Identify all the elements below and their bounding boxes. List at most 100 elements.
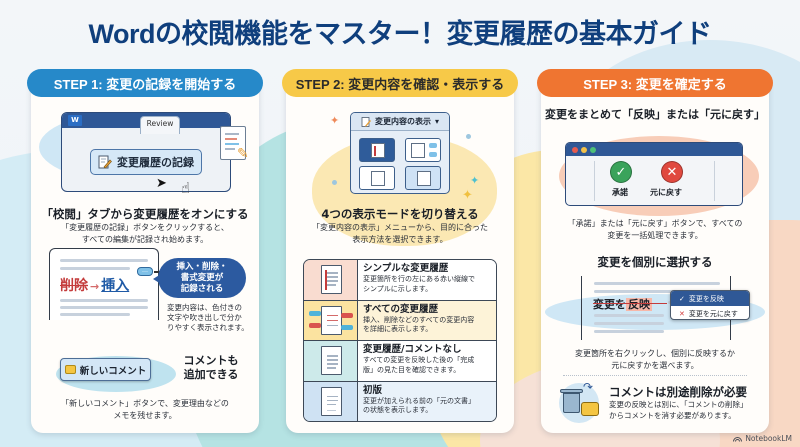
display-menu-dropdown[interactable]: 変更内容の表示 ▾ (351, 113, 449, 131)
accept-button[interactable]: ✓ (610, 161, 632, 183)
line (327, 367, 336, 369)
comment-bubble-icon: … (137, 267, 153, 276)
mode-row: シンプルな変更履歴 変更箇所を行の左にある赤い縦線で シンプルに示します。 (304, 260, 496, 301)
simple-markup-icon (321, 265, 342, 294)
menu-item-label: 変更を元に戻す (688, 309, 738, 318)
mode-title: 初版 (363, 384, 383, 396)
line (225, 148, 235, 150)
balloon (341, 312, 353, 318)
revision-demo: 削除→挿入 (60, 275, 129, 295)
mode-simple-markup[interactable] (359, 138, 395, 162)
no-markup-icon (321, 346, 342, 375)
tracked-change-text[interactable]: 変更を反映 (593, 296, 652, 312)
check-icon: ✓ (679, 294, 685, 303)
step3-card: STEP 3: 変更を確定する 変更をまとめて「反映」または「元に戻す」 ✓ 承… (537, 69, 773, 433)
comment-icon (581, 402, 599, 416)
divider (714, 161, 715, 201)
line (327, 363, 338, 365)
sparkle-icon: ✦ (462, 188, 473, 203)
comment-desc: 「新しいコメント」ボタンで、変更理由などの メモを残せます。 (31, 398, 259, 421)
notebooklm-watermark: NotebookLM (733, 434, 792, 443)
line (225, 133, 239, 135)
balloon (309, 310, 321, 316)
review-tab[interactable]: Review (140, 116, 180, 134)
callout-desc: 変更内容は、色付きの 文字や吹き出しで分か りやすく表示されます。 (167, 303, 249, 333)
desc-line: 「承諾」または「元に戻す」ボタンで、すべての (567, 219, 743, 228)
strikethrough-line (593, 303, 667, 305)
mode-desc: 変更が加えられる前の「元の文書」 (363, 396, 475, 405)
mode-desc: シンプルに示します。 (363, 284, 433, 293)
text-line (594, 290, 688, 293)
menu-item-accept-change[interactable]: ✓ 変更を反映 (671, 291, 749, 306)
page-title: Wordの校閲機能をマスター！変更履歴の基本ガイド (88, 19, 713, 49)
desc-line: りやすく表示されます。 (167, 323, 249, 332)
all-markup-icon (321, 305, 342, 335)
divider (594, 161, 595, 201)
inserted-text: 挿入 (101, 278, 130, 294)
text-line (594, 282, 720, 285)
mode-desc: 版」の見た目を確認できます。 (363, 365, 461, 374)
mode-icon-cell (304, 300, 358, 340)
desc-line: 「新しいコメント」ボタンで、変更理由などの (61, 399, 229, 408)
mode-desc: の状態を表示します。 (363, 406, 433, 414)
line (327, 314, 338, 316)
line (225, 143, 239, 145)
notebooklm-logo-icon (733, 437, 743, 442)
desc-line: 表示方法を選択できます。 (352, 234, 448, 244)
desc-line: メモを残せます。 (113, 410, 177, 420)
new-comment-button[interactable]: 新しいコメント (60, 358, 151, 381)
mode-icon-cell (304, 381, 358, 421)
line (327, 355, 338, 357)
mode-title: すべての変更履歴 (363, 303, 438, 315)
accept-reject-window: ✓ 承諾 ✕ 元に戻す (565, 142, 743, 206)
mode-no-markup[interactable] (359, 166, 395, 190)
line (327, 399, 338, 401)
heading-line: コメントも (183, 354, 239, 367)
step1-card: STEP 1: 変更の記録を開始する W Review 変更履歴の記録 ✎ ➤ … (27, 69, 263, 433)
line (327, 409, 336, 411)
track-changes-label: 変更履歴の記録 (117, 156, 194, 169)
maximize-dot-icon (590, 146, 596, 153)
title-bar (566, 143, 742, 156)
callout-tail (153, 274, 161, 284)
brand-label: NotebookLM (745, 434, 792, 443)
red-line (374, 146, 376, 156)
menu-item-label: 変更を反映 (688, 294, 724, 303)
no-markup-icon (371, 171, 385, 186)
original-icon (321, 386, 342, 416)
track-changes-button[interactable]: 変更履歴の記録 (90, 149, 202, 175)
text-line (60, 259, 148, 262)
text-line (60, 313, 130, 316)
mode-desc: を詳細に表示します。 (363, 325, 433, 333)
desc-line: すべての編集が記録され始めます。 (81, 234, 209, 244)
mode-title: 変更履歴/コメントなし (363, 344, 462, 355)
text-line (60, 299, 148, 302)
menu-item-reject-change[interactable]: ✕ 変更を元に戻す (671, 306, 749, 319)
individual-heading: 変更を個別に選択する (597, 255, 713, 269)
close-dot-icon (572, 146, 578, 153)
divider (563, 375, 747, 376)
mode-title: シンプルな変更履歴 (363, 263, 449, 274)
desc-line: 変更内容は、色付きの (167, 303, 242, 312)
reject-button[interactable]: ✕ (661, 161, 683, 183)
sparkle-icon: ✦ (470, 174, 480, 187)
red-line (325, 270, 327, 290)
comment-heading: コメントも 追加できる (171, 354, 251, 382)
line (327, 359, 338, 361)
desc-line: 変更を一括処理できます。 (607, 230, 703, 240)
mode-desc: すべての変更を反映した後の「完成 (363, 356, 475, 364)
document-icon (220, 126, 246, 160)
step1-desc: 「変更履歴の記録」ボタンをクリックすると、 すべての編集が記録され始めます。 (31, 222, 259, 245)
step2-card: STEP 2: 変更内容を確認・表示する ✦ ✦ ✦ 変更内容の表示 ▾ 4 (282, 69, 518, 433)
all-markup-icon (411, 143, 425, 158)
mode-all-markup[interactable] (405, 138, 441, 162)
plain-text: 変更を (593, 298, 626, 311)
accept-label: 承諾 (612, 188, 628, 197)
mode-row: 初版 変更が加えられる前の「元の文書」 の状態を表示します。 (304, 381, 496, 421)
line (327, 280, 338, 282)
step3-header: STEP 3: 変更を確定する (537, 69, 773, 97)
trash-icon-lid (560, 389, 583, 393)
mode-original[interactable] (405, 166, 441, 190)
text-line (594, 322, 664, 325)
context-menu: ✓ 変更を反映 ✕ 変更を元に戻す (670, 290, 750, 320)
